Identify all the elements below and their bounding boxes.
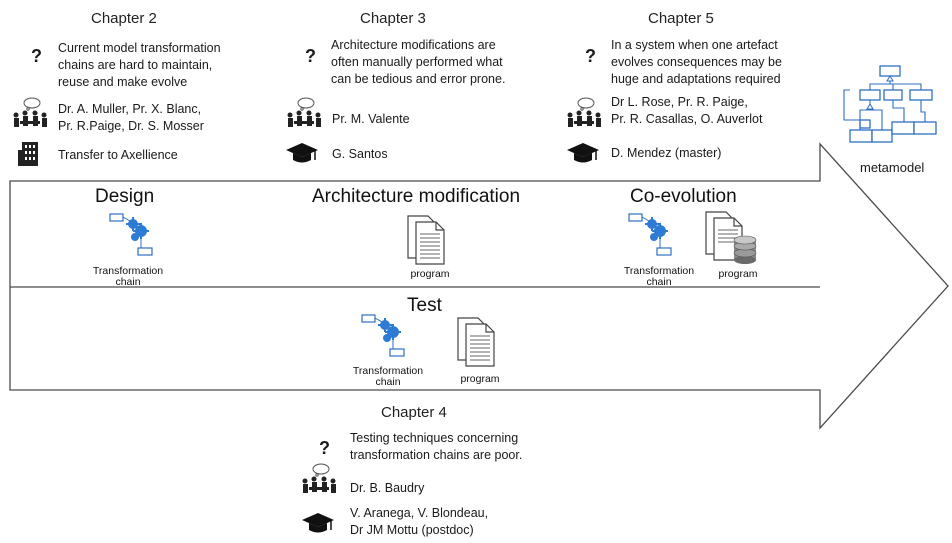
question-mark-icon: ? [585, 46, 596, 66]
meeting-icon [299, 462, 339, 498]
transformation-chain-label: Transformation chain [623, 265, 695, 288]
chapter-5-students: D. Mendez (master) [611, 146, 722, 160]
phase-test: Test [407, 295, 442, 316]
transformation-chain-label: Transformation chain [352, 365, 424, 388]
chapter-5-people: Dr L. Rose, Pr. R. Paige, Pr. R. Casalla… [611, 95, 763, 126]
question-mark-icon: ? [305, 46, 316, 66]
chapter-5-title: Chapter 5 [648, 10, 714, 27]
metamodel-diagram-icon [838, 60, 942, 152]
chapter-2-people: Dr. A. Muller, Pr. X. Blanc, Pr. R.Paige… [58, 102, 204, 133]
chapter-3-title: Chapter 3 [360, 10, 426, 27]
transformation-chain-icon [627, 210, 677, 264]
chapter-5-description: In a system when one artefact evolves co… [611, 38, 782, 86]
database-icon [733, 235, 757, 264]
chapter-3-students: G. Santos [332, 147, 388, 161]
program-document-icon [704, 210, 762, 266]
program-label: program [410, 268, 450, 280]
graduation-cap-icon [285, 141, 319, 165]
program-label: program [460, 373, 500, 385]
graduation-cap-icon [566, 141, 600, 165]
meeting-icon [284, 96, 324, 132]
chapter-2-title: Chapter 2 [91, 10, 157, 27]
phase-co-evolution: Co-evolution [630, 186, 737, 207]
chapter-3-people: Pr. M. Valente [332, 112, 410, 126]
question-mark-icon: ? [319, 438, 330, 458]
building-icon [18, 140, 42, 166]
transformation-chain-icon [360, 311, 410, 365]
program-label: program [718, 268, 758, 280]
chapter-4-people: Dr. B. Baudry [350, 481, 425, 495]
metamodel-label: metamodel [860, 160, 925, 175]
graduation-cap-icon [301, 511, 335, 535]
chapter-2-description: Current model transformation chains are … [58, 41, 221, 89]
meeting-icon [10, 96, 50, 132]
chapter-3-description: Architecture modifications are often man… [331, 38, 506, 86]
phase-design: Design [95, 186, 155, 207]
program-document-icon [456, 316, 502, 368]
transformation-chain-icon [108, 210, 158, 264]
program-document-icon [406, 214, 452, 266]
question-mark-icon: ? [31, 46, 42, 66]
chapter-2-transfer: Transfer to Axellience [58, 148, 178, 162]
chapter-4-description: Testing techniques concerning transforma… [350, 431, 523, 462]
phase-architecture-modification: Architecture modification [312, 186, 521, 207]
chapter-4-title: Chapter 4 [381, 404, 447, 421]
meeting-icon [564, 96, 604, 132]
chapter-4-students: V. Aranega, V. Blondeau, Dr JM Mottu (po… [350, 506, 489, 537]
transformation-chain-label: Transformation chain [92, 265, 164, 288]
